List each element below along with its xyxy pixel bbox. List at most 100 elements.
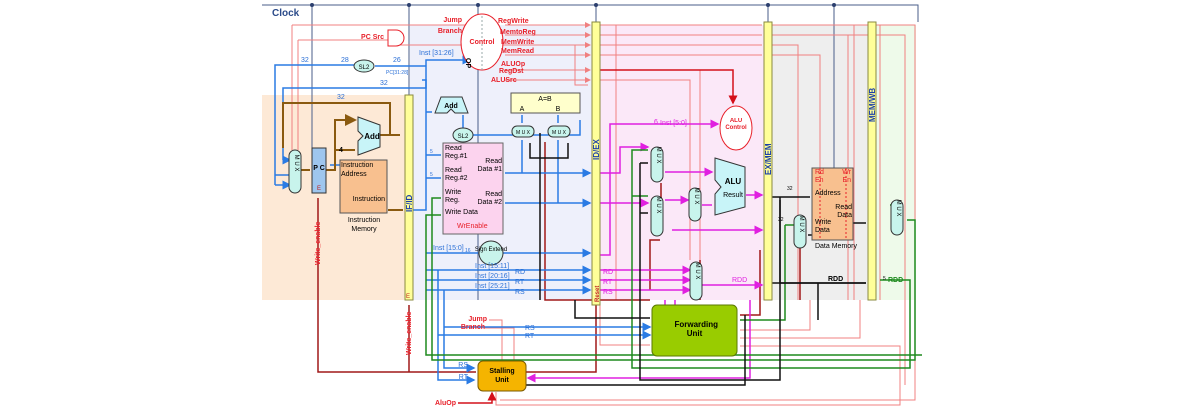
pc-adder: Add — [357, 116, 381, 156]
aluop-wire — [600, 69, 738, 105]
svg-text:M U X: M U X — [798, 216, 804, 233]
reg-dst-mux: M U X — [689, 261, 703, 301]
svg-text:Sign Extend: Sign Extend — [475, 247, 507, 253]
svg-text:EX/MEM: EX/MEM — [764, 143, 773, 175]
svg-text:ALU: ALU — [725, 177, 742, 186]
control-unit: Control OP — [460, 13, 504, 71]
svg-text:MemtoReg: MemtoReg — [500, 29, 536, 36]
mem-rdd-label: RDD — [828, 276, 843, 283]
svg-text:E: E — [406, 294, 410, 300]
inst-5-0-width: 6 — [654, 119, 658, 126]
svg-text:Inst [15:0]: Inst [15:0] — [433, 245, 464, 252]
jump-sl2: SL2 — [353, 59, 375, 73]
svg-text:SL2: SL2 — [458, 134, 469, 140]
instruction-memory: Instruction Address Instruction Instruct… — [339, 159, 388, 233]
svg-text:32: 32 — [380, 80, 388, 87]
svg-text:RegDst: RegDst — [499, 68, 524, 75]
forwarding-unit: Forwarding Unit — [651, 304, 738, 357]
svg-text:16: 16 — [465, 248, 471, 254]
equality-comparator: A=B A B — [510, 92, 581, 114]
svg-text:M U X: M U X — [516, 130, 531, 136]
svg-text:M U X: M U X — [895, 200, 901, 217]
write-enable-wires — [317, 142, 801, 373]
svg-text:MEM/WB: MEM/WB — [868, 88, 877, 122]
svg-text:RS: RS — [525, 325, 535, 332]
mem-width-label: 32 — [787, 186, 793, 192]
forward-mux-a: M U X — [650, 146, 664, 183]
ex-mem-register: EX/MEM — [763, 21, 773, 301]
alu-src-mux: M U X — [688, 187, 702, 222]
svg-text:RDD: RDD — [732, 277, 747, 284]
svg-text:M U X: M U X — [694, 263, 700, 280]
svg-text:Inst [20:16]: Inst [20:16] — [475, 273, 510, 280]
compare-mux-a: M U X — [511, 125, 535, 138]
svg-text:AluOp: AluOp — [435, 400, 456, 407]
svg-text:5: 5 — [430, 172, 433, 178]
control-wires — [291, 22, 916, 406]
stalling-unit-inputs: Jump Branch RS RT AluOp RS RT — [435, 316, 535, 407]
svg-text:Jump: Jump — [468, 316, 487, 323]
control-outputs: RegWrite MemtoReg MemWrite MemRead ALUOp… — [491, 18, 536, 84]
svg-text:P C: P C — [313, 165, 325, 172]
execute-field-labels: RD RT RS RDD — [603, 269, 747, 296]
bus-width-labels: 32 28 26 32 32 PC[31:28] Inst [31:26] — [301, 50, 454, 101]
branch-label: Branch — [438, 28, 462, 35]
svg-text:RS: RS — [603, 289, 613, 296]
svg-text:32: 32 — [301, 57, 309, 64]
svg-text:Reset: Reset — [595, 286, 601, 302]
data-memory: Rd En Wr En Address Read Data Write Data… — [811, 167, 858, 250]
svg-text:RT: RT — [515, 279, 525, 286]
svg-text:5: 5 — [430, 149, 433, 155]
svg-text:M U X: M U X — [655, 197, 661, 214]
svg-text:MemWrite: MemWrite — [501, 39, 534, 46]
svg-text:RS: RS — [458, 362, 468, 369]
wb-stage-bg — [874, 25, 916, 300]
if-id-register: IF/ID E — [404, 94, 414, 301]
pc-src-and-gate — [387, 29, 405, 47]
wb-width-label: 5 — [883, 276, 886, 282]
ex-stage-bg — [598, 25, 766, 300]
svg-text:A: A — [520, 106, 525, 113]
svg-text:ALUOp: ALUOp — [501, 61, 525, 68]
svg-text:E: E — [317, 186, 321, 192]
svg-text:RT: RT — [603, 279, 613, 286]
inst-5-0-label: Inst [5:0] — [660, 120, 687, 127]
store-data-mux: M U X — [793, 214, 807, 249]
data-wires — [274, 55, 652, 385]
svg-text:RD: RD — [603, 269, 613, 276]
pc-add-wires — [282, 102, 403, 211]
svg-text:Instruction: Instruction — [353, 196, 385, 203]
writeback-mux: M U X — [890, 199, 904, 236]
svg-text:RegWrite: RegWrite — [498, 18, 529, 25]
svg-text:M U X: M U X — [655, 147, 661, 164]
svg-text:Inst [15:11]: Inst [15:11] — [475, 263, 509, 270]
write-enable-label-pc: Write_enable — [315, 221, 322, 265]
svg-text:MemRead: MemRead — [501, 48, 534, 55]
svg-text:Data Memory: Data Memory — [815, 243, 858, 250]
svg-text:M U X: M U X — [693, 188, 699, 205]
decode-inst-labels: Inst [15:0] 16 5 5 Inst [15:11]RD Inst [… — [430, 149, 525, 296]
register-file: Read Reg.#1 Read Reg.#2 Write Reg. Write… — [442, 142, 504, 235]
svg-text:Add: Add — [444, 103, 458, 110]
svg-text:RT: RT — [459, 374, 469, 381]
svg-text:Branch: Branch — [461, 324, 485, 331]
svg-text:PC[31:28]: PC[31:28] — [386, 70, 409, 76]
clock-label: Clock — [272, 8, 300, 19]
mem-width-label-2: 32 — [778, 217, 784, 223]
svg-text:IF/ID: IF/ID — [405, 194, 414, 212]
alu: ALU Result — [714, 157, 746, 216]
wb-rdd-label: RDD — [888, 277, 903, 284]
svg-text:M U X: M U X — [552, 130, 567, 136]
svg-text:OP: OP — [464, 58, 471, 68]
svg-text:RS: RS — [515, 289, 525, 296]
program-counter: P C E — [311, 147, 327, 194]
pc-src-label: PC Src — [361, 34, 384, 41]
jump-label: Jump — [443, 17, 462, 24]
svg-text:Result: Result — [723, 192, 743, 199]
svg-text:Inst [31:26]: Inst [31:26] — [419, 50, 454, 57]
pc-mux: M U X — [288, 149, 302, 194]
forward-mux-b: M U X — [650, 195, 664, 237]
branch-sl2: SL2 — [452, 127, 474, 143]
svg-text:Inst [25:21]: Inst [25:21] — [475, 283, 510, 290]
